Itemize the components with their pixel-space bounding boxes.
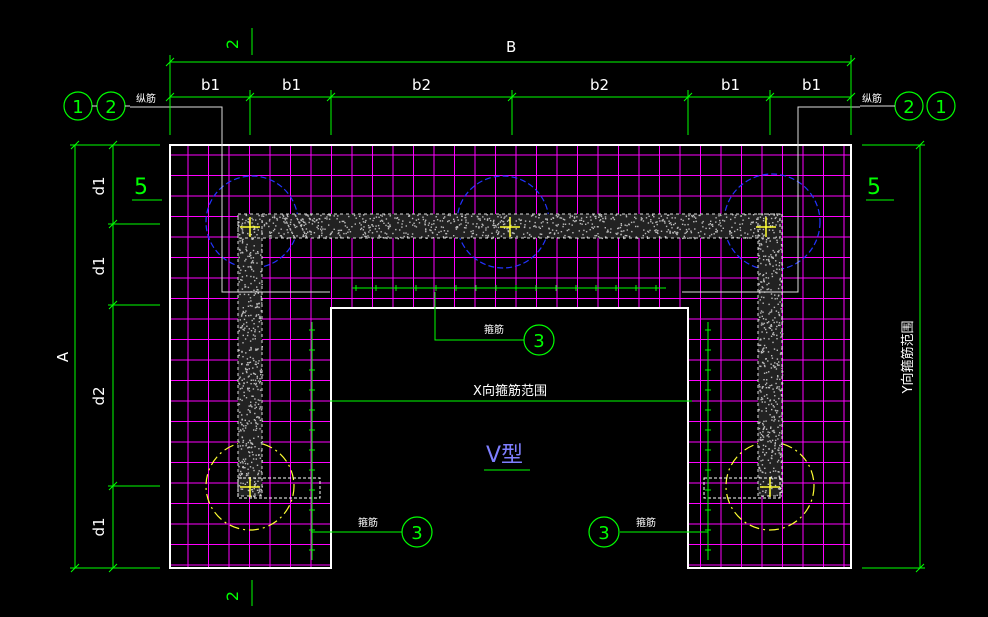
dimension-b1-label-3: b1: [721, 76, 740, 94]
callout-3-bottom-left-text: 3: [411, 523, 422, 544]
callout-2-right-text: 2: [903, 97, 914, 118]
dimension-b2-label-2: b2: [590, 76, 609, 94]
dimension-d1-label-1: d1: [90, 176, 108, 195]
callout-2-left-text: 2: [105, 97, 116, 118]
center-marks: [240, 217, 780, 497]
left-dimensions: [70, 140, 162, 573]
section-mark-top: 2: [223, 39, 242, 49]
wall-strips: [237, 213, 784, 498]
callout-3-bottom-right: [588, 516, 620, 548]
callout-3-bottom-left: [401, 516, 433, 548]
dimension-d1-label-2: d1: [90, 256, 108, 275]
level-mark-right: 5: [867, 175, 881, 200]
callout-1-left-text: 1: [72, 97, 83, 118]
callout-3-center-text: 3: [533, 331, 544, 352]
callout-3-bottom-right-text: 3: [598, 523, 609, 544]
callout-3-center: [523, 324, 555, 356]
right-dimensions: [862, 140, 925, 573]
callout-1-right-text: 1: [935, 97, 946, 118]
stirrup-label-center: 箍筋: [484, 323, 504, 336]
callout-1-right: [926, 91, 956, 121]
dimension-B-label: B: [506, 38, 516, 56]
dimension-d1-label-3: d1: [90, 517, 108, 536]
stirrup-range-lines: [311, 287, 709, 560]
dimension-b1-label-4: b1: [802, 76, 821, 94]
type-title: V型: [486, 443, 523, 468]
dimension-b2-label-1: b2: [412, 76, 431, 94]
longitudinal-rebar-label-right: 纵筋: [862, 92, 882, 105]
dimension-b1-label-2: b1: [282, 76, 301, 94]
top-dimensions: [165, 55, 856, 135]
inner-opening: [332, 309, 687, 567]
dimension-b1-label-1: b1: [201, 76, 220, 94]
x-stirrup-range-label: X向箍筋范围: [473, 383, 547, 399]
section-mark-bottom: 2: [223, 591, 242, 601]
level-mark-left: 5: [134, 175, 148, 200]
stirrup-label-bottom-right: 箍筋: [636, 516, 656, 529]
stirrup-label-bottom-left: 箍筋: [358, 516, 378, 529]
y-stirrup-range-label: Y向箍筋范围: [900, 321, 916, 395]
dimension-A-label: A: [54, 351, 72, 362]
longitudinal-rebar-label-left: 纵筋: [136, 92, 156, 105]
dimension-d2-label: d2: [90, 386, 108, 405]
